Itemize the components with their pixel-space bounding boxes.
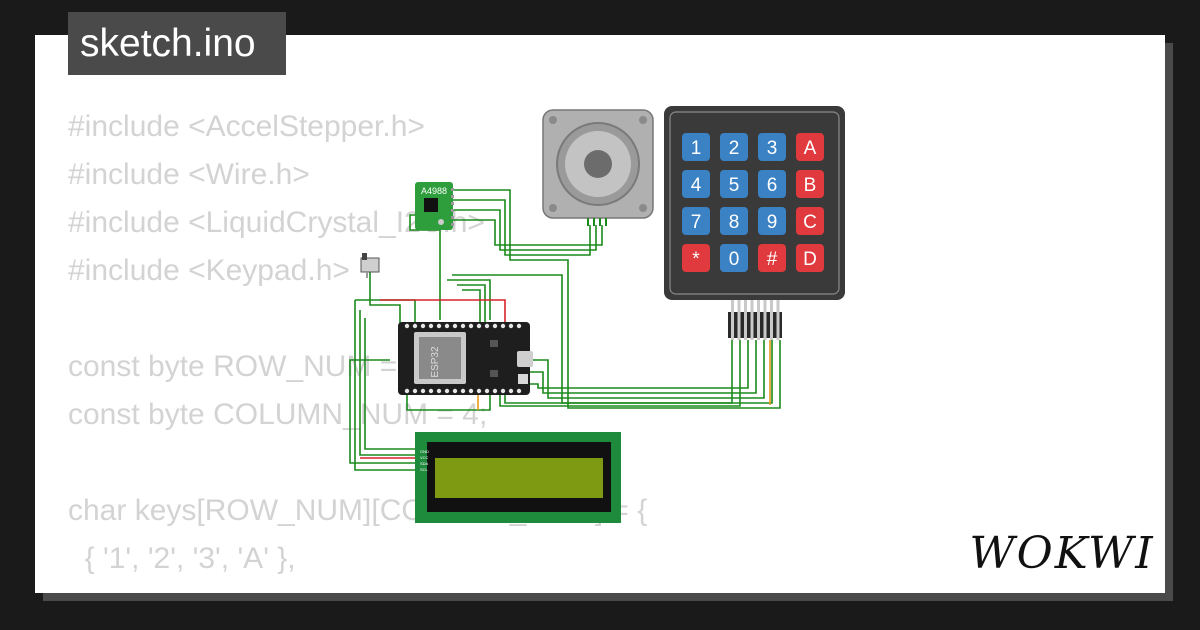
keypad-key[interactable] <box>758 133 786 161</box>
keypad-key[interactable] <box>796 170 824 198</box>
keypad-key[interactable] <box>796 207 824 235</box>
keypad-pin <box>750 300 754 340</box>
lcd-pin-scl: SCL <box>420 467 429 472</box>
slide-switch[interactable] <box>360 253 380 278</box>
keypad-key[interactable] <box>796 244 824 272</box>
esp32-pin <box>436 388 442 394</box>
esp32-pin <box>516 323 522 329</box>
lcd-pin-vcc: VCC <box>420 455 429 460</box>
lcd-pin-gnd: GND <box>420 449 429 454</box>
esp32-pin <box>444 323 450 329</box>
file-name-label: sketch.ino <box>68 12 286 75</box>
code-line: #include <AccelStepper.h> <box>68 110 425 143</box>
lcd-display[interactable]: GND VCC SDA SCL <box>415 432 621 523</box>
esp32-pin <box>404 388 410 394</box>
esp32-pin <box>476 388 482 394</box>
esp32-pin <box>412 323 418 329</box>
keypad-pin <box>763 300 767 340</box>
keypad-key[interactable] <box>796 133 824 161</box>
driver-label: A4988 <box>421 186 447 196</box>
esp32-pin <box>484 323 490 329</box>
esp32-pin <box>460 388 466 394</box>
esp32-pin <box>460 323 466 329</box>
esp32-pin <box>444 388 450 394</box>
esp32-pin <box>428 388 434 394</box>
code-line: #include <Wire.h> <box>68 158 310 191</box>
keypad-pin <box>731 300 734 340</box>
keypad-key-label: 2 <box>729 138 740 159</box>
keypad-key-label: 3 <box>767 138 778 159</box>
keypad-key-label: 8 <box>729 212 740 233</box>
keypad-key[interactable] <box>720 170 748 198</box>
esp32-pin <box>436 323 442 329</box>
keypad-pin <box>744 300 747 340</box>
wokwi-logo-text: WOKWI <box>969 528 1154 579</box>
esp32-pin <box>492 388 498 394</box>
esp32-pin <box>500 388 506 394</box>
keypad-key[interactable] <box>758 244 786 272</box>
keypad-key-label: B <box>804 175 817 196</box>
a4988-driver[interactable]: A4988 <box>415 182 454 230</box>
stepper-motor[interactable] <box>542 109 654 226</box>
keypad-key-label: 4 <box>691 175 702 196</box>
keypad-pin <box>776 300 780 340</box>
keypad-key-label: D <box>803 249 817 270</box>
keypad-key-label: 7 <box>691 212 702 233</box>
keypad-key[interactable] <box>758 170 786 198</box>
mcu-label: ESP32 <box>430 346 441 378</box>
esp32-pin <box>500 323 506 329</box>
esp32-pin <box>452 323 458 329</box>
keypad-pin <box>757 300 760 340</box>
esp32-pin <box>508 388 514 394</box>
keypad-key-label: 0 <box>729 249 740 270</box>
code-line: #include <Keypad.h> <box>68 254 350 287</box>
keypad-key[interactable] <box>682 170 710 198</box>
keypad-key[interactable] <box>720 207 748 235</box>
keypad-key-label: 6 <box>767 175 778 196</box>
membrane-keypad[interactable]: 1 2 3 A 4 5 6 B 7 8 9 C * 0 # D <box>664 106 845 340</box>
keypad-key-label: 1 <box>691 138 702 159</box>
esp32-pin <box>516 388 522 394</box>
keypad-key-label: # <box>767 249 778 270</box>
keypad-key-label: C <box>803 212 817 233</box>
keypad-key-label: * <box>692 249 700 270</box>
esp32-pin <box>484 388 490 394</box>
keypad-key[interactable] <box>720 133 748 161</box>
keypad-key[interactable] <box>682 133 710 161</box>
wokwi-logo: WOKWI <box>969 528 1154 579</box>
keypad-key-label: 9 <box>767 212 778 233</box>
esp32-pin <box>492 323 498 329</box>
wires <box>349 189 781 471</box>
keypad-key[interactable] <box>682 244 710 272</box>
keypad-key[interactable] <box>720 244 748 272</box>
esp32-pin <box>420 388 426 394</box>
code-line: { '4', '5', '6', 'B' }, <box>68 583 647 593</box>
esp32-board[interactable]: ESP32 <box>398 322 533 395</box>
keypad-pin <box>737 300 741 340</box>
esp32-pin <box>412 388 418 394</box>
code-line: const byte COLUMN_NUM = 4; <box>68 398 488 431</box>
code-line: { '1', '2', '3', 'A' }, <box>68 542 296 575</box>
keypad-key-label: A <box>804 138 817 159</box>
esp32-pin <box>476 323 482 329</box>
esp32-pin <box>404 323 410 329</box>
esp32-pin <box>452 388 458 394</box>
esp32-pin <box>468 323 474 329</box>
keypad-keys: 1 2 3 A 4 5 6 B 7 8 9 C * 0 # D <box>682 133 824 272</box>
esp32-pin <box>468 388 474 394</box>
esp32-pin <box>428 323 434 329</box>
keypad-key-label: 5 <box>729 175 740 196</box>
lcd-pin-sda: SDA <box>420 461 429 466</box>
keypad-key[interactable] <box>758 207 786 235</box>
keypad-pin <box>770 300 773 340</box>
esp32-pin <box>508 323 514 329</box>
keypad-key[interactable] <box>682 207 710 235</box>
esp32-pin <box>420 323 426 329</box>
